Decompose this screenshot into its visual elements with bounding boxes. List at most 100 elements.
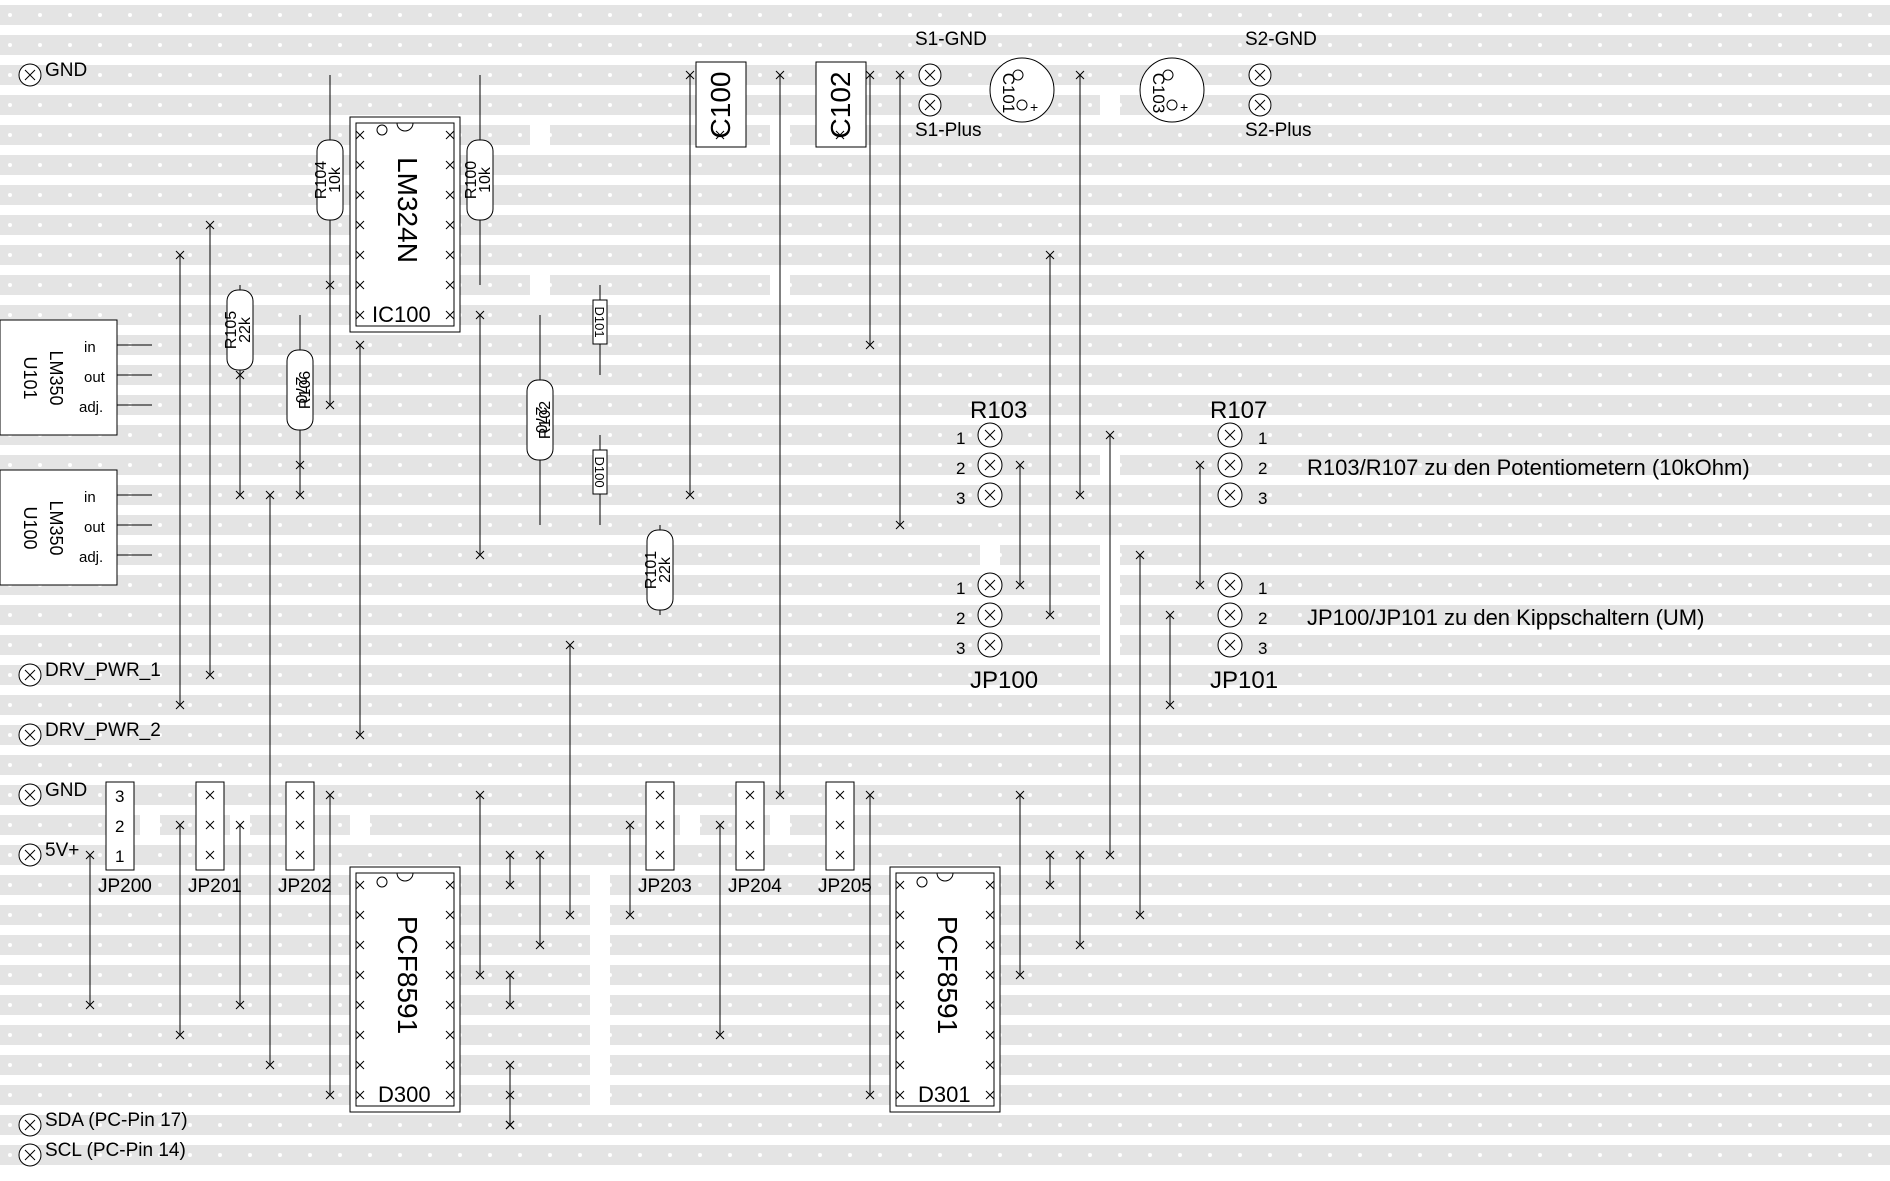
resistor-value: 10k: [327, 166, 344, 193]
jumper-jp204[interactable]: JP204: [728, 781, 782, 897]
svg-text:+: +: [1180, 99, 1188, 115]
jumper-jp203[interactable]: JP203: [638, 781, 692, 897]
chip-ic100[interactable]: LM324N IC100: [349, 116, 461, 333]
copper-strip: [0, 95, 1890, 115]
header-jp101[interactable]: 1 2 3 JP101: [1210, 572, 1278, 694]
connector-s1[interactable]: S1-GND S1-Plus: [915, 29, 987, 141]
pad-mark: [984, 459, 996, 471]
solder-point: [715, 820, 725, 830]
jumper-ref: JP200: [98, 876, 152, 897]
chip-pin: [895, 1030, 905, 1040]
chip-ref: IC100: [372, 302, 431, 327]
pad-mark: [1224, 609, 1236, 621]
capacitor-c100[interactable]: C100: [695, 61, 747, 148]
regulator-u101[interactable]: LM350 U101 in out adj.: [0, 319, 152, 436]
chip-pin: [445, 310, 455, 320]
chip-pin: [355, 1030, 365, 1040]
diode-ref: D100: [592, 456, 607, 487]
header-r103[interactable]: R103 1 2 3: [956, 397, 1027, 508]
pin-number: 1: [1258, 579, 1267, 598]
note-toggle-switches: JP100/JP101 zu den Kippschaltern (UM): [1307, 605, 1704, 630]
copper-strip: [0, 65, 1890, 85]
solder-point: [505, 850, 515, 860]
chip-pin: [985, 1090, 995, 1100]
jumper-pin: [655, 820, 665, 830]
pin-number: 2: [956, 609, 965, 628]
connector-scl[interactable]: SCL (PC-Pin 14): [18, 1140, 186, 1167]
connector-gnd-bottom[interactable]: GND: [18, 780, 87, 807]
copper-strip: [0, 635, 1890, 655]
chip-d300[interactable]: PCF8591 D300: [349, 866, 461, 1113]
chip-pin: [895, 1090, 905, 1100]
resistor-r106[interactable]: 270 R106: [286, 315, 314, 465]
solder-point: [175, 700, 185, 710]
chip-pin: [355, 1090, 365, 1100]
connector-s2[interactable]: S2-GND S2-Plus: [1245, 29, 1317, 141]
capacitor-c103[interactable]: + C103: [1139, 57, 1205, 123]
jumper-jp201[interactable]: JP201: [188, 781, 242, 897]
solder-point: [775, 790, 785, 800]
strip-cut: [590, 965, 610, 985]
resistor-r104[interactable]: R104 10k: [313, 75, 344, 285]
copper-strip: [0, 125, 1890, 145]
jumper-pin: [745, 850, 755, 860]
header-jp100[interactable]: 1 2 3 JP100: [956, 572, 1038, 694]
pin-number: 1: [956, 579, 965, 598]
copper-strip: [0, 605, 1890, 625]
copper-strip: [0, 1115, 1890, 1135]
capacitor-c101[interactable]: + C101: [989, 57, 1055, 123]
solder-point: [1045, 250, 1055, 260]
copper-strip: [0, 845, 1890, 865]
capacitor-ref: C100: [705, 72, 736, 139]
capacitor-ref: C103: [1149, 73, 1168, 114]
chip-d301[interactable]: PCF8591 D301: [889, 866, 1001, 1113]
connector-drv-pwr-2[interactable]: DRV_PWR_2: [18, 720, 161, 747]
jumper-jp202[interactable]: JP202: [278, 781, 332, 897]
chip-pin: [355, 1000, 365, 1010]
connector-sda[interactable]: SDA (PC-Pin 17): [18, 1110, 188, 1137]
solder-point: [85, 850, 95, 860]
chip-pin: [985, 970, 995, 980]
connector-5v[interactable]: 5V+: [18, 840, 79, 867]
pin-number: 1: [115, 847, 124, 866]
resistor-ref: R102: [537, 401, 554, 439]
solder-point: [865, 790, 875, 800]
solder-point: [685, 70, 695, 80]
diode-d100[interactable]: D100: [592, 435, 608, 525]
resistor-r100[interactable]: R100 10k: [463, 75, 494, 285]
copper-strip: [0, 815, 1890, 835]
solder-point: [865, 1090, 875, 1100]
chip-pin: [445, 190, 455, 200]
solder-point: [1165, 610, 1175, 620]
solder-point: [1105, 850, 1115, 860]
diode-d101[interactable]: D101: [592, 285, 608, 375]
solder-point: [1045, 880, 1055, 890]
resistor-r101[interactable]: R101 22k: [643, 525, 674, 615]
pin-number: 2: [1258, 459, 1267, 478]
jumper-jp205[interactable]: JP205: [818, 781, 872, 897]
regulator-part: LM350: [46, 500, 66, 555]
solder-point: [505, 1090, 515, 1100]
pin-label-in: in: [84, 339, 96, 356]
chip-pin: [355, 1060, 365, 1070]
jumper-pin: [745, 820, 755, 830]
solder-point: [685, 490, 695, 500]
copper-strip: [0, 785, 1890, 805]
capacitor-c102[interactable]: C102: [815, 61, 867, 148]
strip-cut: [140, 815, 160, 835]
resistor-r105[interactable]: R105 22k: [223, 285, 254, 375]
chip-pin: [355, 970, 365, 980]
chip-pin: [445, 880, 455, 890]
jumper-jp200[interactable]: 3 2 1 JP200: [98, 781, 152, 897]
solder-point: [475, 310, 485, 320]
solder-point: [475, 550, 485, 560]
chip-pin: [445, 970, 455, 980]
connector-drv-pwr-1[interactable]: DRV_PWR_1: [18, 660, 161, 687]
connector-gnd-top[interactable]: GND: [18, 60, 87, 87]
resistor-ref: R100: [463, 161, 480, 199]
header-r107[interactable]: R107 1 2 3: [1210, 397, 1267, 508]
regulator-u100[interactable]: LM350 U100 in out adj.: [0, 469, 152, 586]
note-potentiometers: R103/R107 zu den Potentiometern (10kOhm): [1307, 455, 1750, 480]
resistor-r102[interactable]: 270 R102: [526, 315, 554, 525]
